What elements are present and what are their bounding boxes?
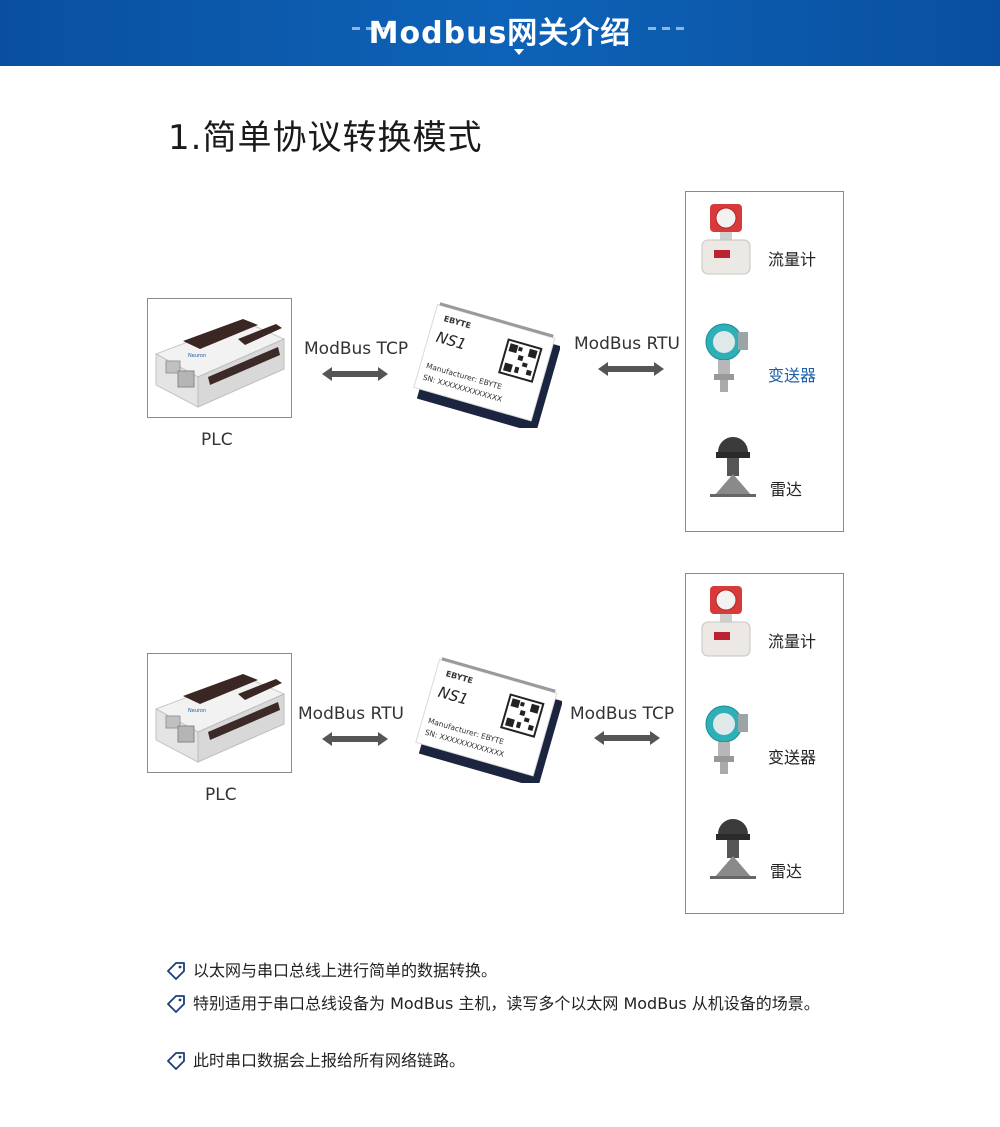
svg-text:Neuron: Neuron	[188, 708, 206, 714]
device-panel: 流量计 变送器 雷达	[685, 191, 844, 532]
header-dash-left	[352, 27, 388, 30]
bidirectional-arrow-icon	[594, 731, 660, 745]
tag-icon	[167, 1052, 185, 1070]
radar-icon	[710, 819, 756, 879]
plc-frame: Neuron	[147, 298, 292, 418]
device-label-radar: 雷达	[770, 480, 803, 499]
bidirectional-arrow-icon	[598, 362, 664, 376]
device-label-transmitter: 变送器	[768, 366, 817, 385]
device-panel: 流量计 变送器 雷达	[685, 573, 844, 914]
ns1-module-image: EBYTE NS1 Manufacturer: EBYTE SN: XXXXXX…	[413, 302, 560, 428]
bullet-text: 特别适用于串口总线设备为 ModBus 主机，读写多个以太网 ModBus 从机…	[193, 994, 820, 1013]
bidirectional-arrow-icon	[322, 367, 388, 381]
transmitter-icon	[705, 705, 748, 774]
bullet-text: 此时串口数据会上报给所有网络链路。	[193, 1051, 466, 1070]
radar-icon	[710, 437, 756, 497]
bullet-item: 特别适用于串口总线设备为 ModBus 主机，读写多个以太网 ModBus 从机…	[166, 992, 826, 1016]
device-label-flowmeter: 流量计	[768, 632, 817, 651]
plc-icon: Neuron	[154, 674, 286, 763]
bullet-item: 以太网与串口总线上进行简单的数据转换。	[166, 959, 826, 983]
caret-down-icon	[514, 49, 524, 55]
right-protocol-label: ModBus TCP	[570, 704, 675, 724]
header-bar: Modbus网关介绍	[0, 0, 1000, 66]
right-protocol-label: ModBus RTU	[574, 334, 680, 354]
bullet-item: 此时串口数据会上报给所有网络链路。	[166, 1049, 826, 1073]
flowmeter-icon	[701, 586, 751, 657]
header-dash-right	[648, 27, 684, 30]
bidirectional-arrow-icon	[322, 732, 388, 746]
svg-text:Neuron: Neuron	[188, 353, 206, 359]
tag-icon	[167, 962, 185, 980]
plc-label: PLC	[201, 430, 233, 450]
left-protocol-label: ModBus TCP	[304, 339, 409, 359]
section-title: 1.简单协议转换模式	[168, 118, 483, 158]
device-label-transmitter: 变送器	[768, 748, 817, 767]
flowmeter-icon	[701, 204, 751, 275]
tag-icon	[167, 995, 185, 1013]
header-title: Modbus网关介绍	[368, 16, 632, 51]
device-label-flowmeter: 流量计	[768, 250, 817, 269]
transmitter-icon	[705, 323, 748, 392]
plc-frame: Neuron	[147, 653, 292, 773]
device-label-radar: 雷达	[770, 862, 803, 881]
left-protocol-label: ModBus RTU	[298, 704, 404, 724]
plc-icon: Neuron	[154, 319, 286, 408]
bullet-text: 以太网与串口总线上进行简单的数据转换。	[193, 961, 498, 980]
ns1-module-image: EBYTE NS1 Manufacturer: EBYTE SN: XXXXXX…	[415, 657, 562, 783]
plc-label: PLC	[205, 785, 237, 805]
